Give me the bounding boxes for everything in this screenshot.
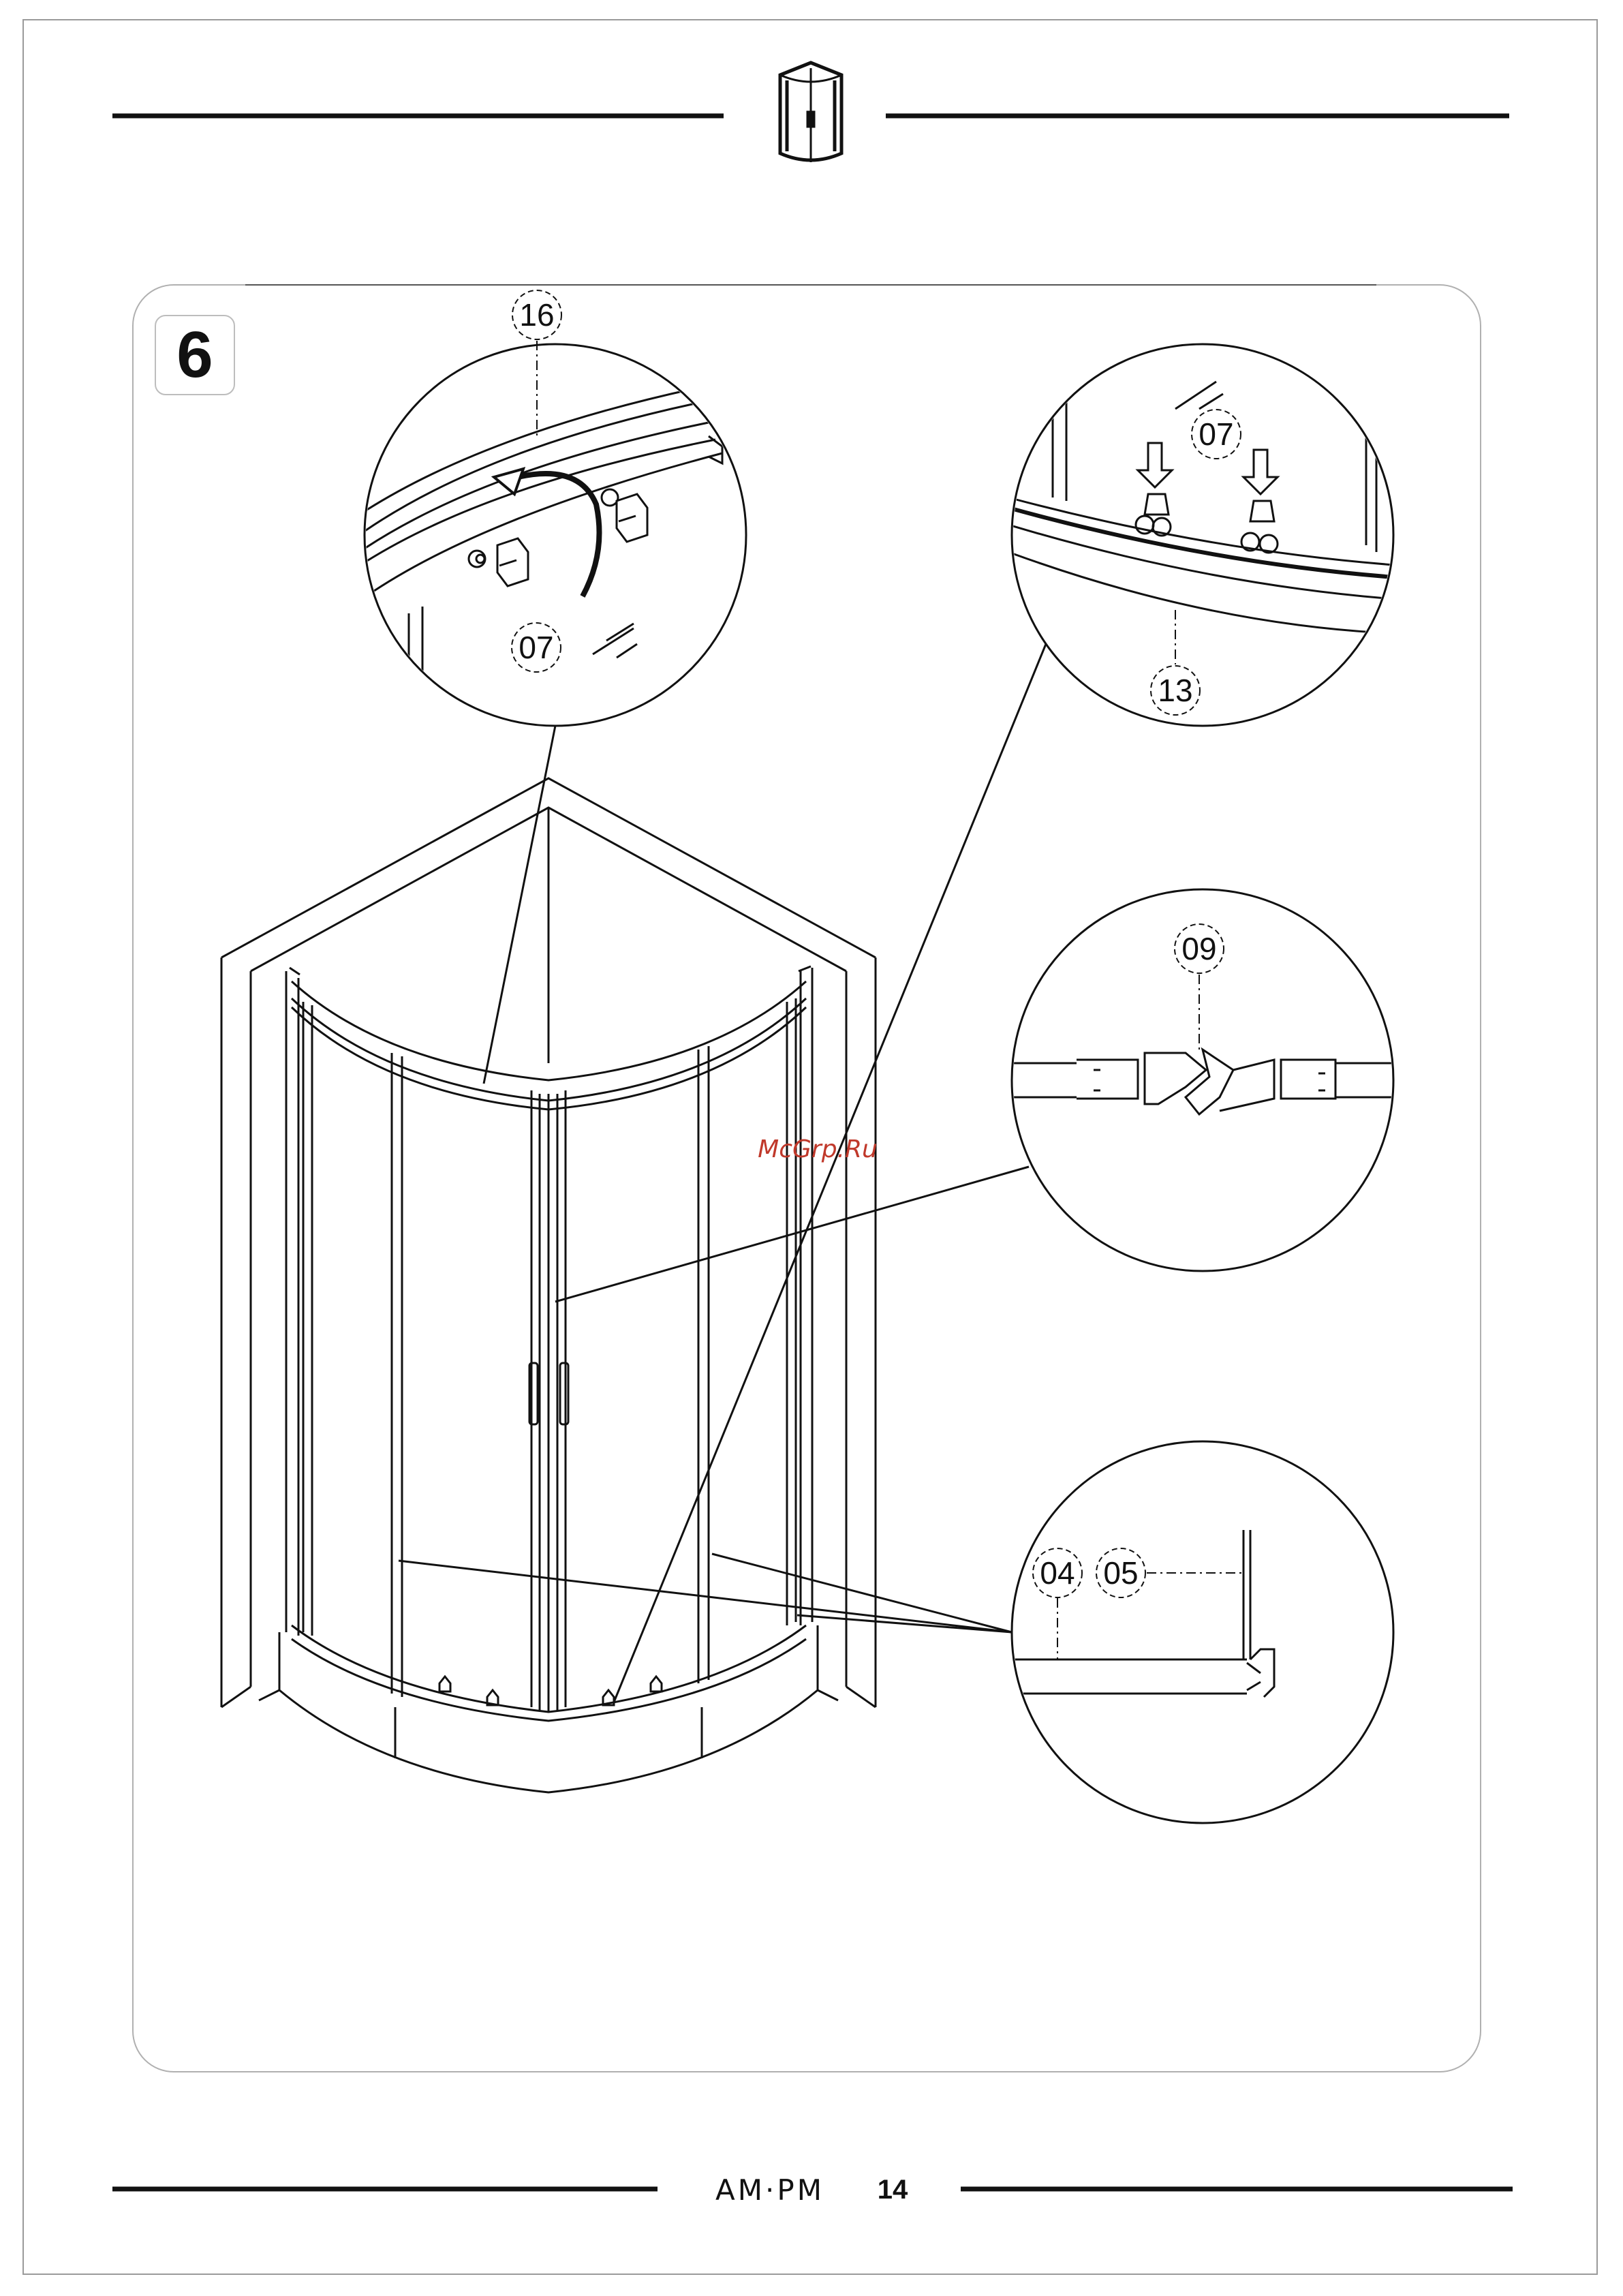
callout-16: 16 bbox=[519, 297, 554, 333]
detail-circle-magnetic-seal: 09 bbox=[1008, 889, 1404, 1271]
detail-circle-tray-seal: 04 05 bbox=[1008, 1441, 1393, 1823]
callout-04: 04 bbox=[1040, 1555, 1075, 1591]
brand-logo: AM·PM bbox=[702, 2166, 838, 2214]
shower-cabin-icon bbox=[780, 63, 841, 162]
step-number-badge: 6 bbox=[155, 315, 235, 395]
watermark: McGrp.Ru bbox=[736, 1129, 899, 1169]
detail-circle-top-rail: 16 07 bbox=[354, 290, 746, 736]
shower-enclosure-drawing bbox=[221, 778, 876, 1792]
callout-09: 09 bbox=[1181, 931, 1216, 966]
page-number: 14 bbox=[859, 2167, 927, 2212]
callout-07-right: 07 bbox=[1199, 416, 1233, 452]
detail-circle-roller-insert: 07 13 bbox=[1008, 344, 1404, 726]
callout-13: 13 bbox=[1158, 673, 1192, 708]
callout-07-left: 07 bbox=[519, 630, 553, 665]
leader-lines bbox=[399, 644, 1046, 1704]
callout-05: 05 bbox=[1103, 1555, 1138, 1591]
